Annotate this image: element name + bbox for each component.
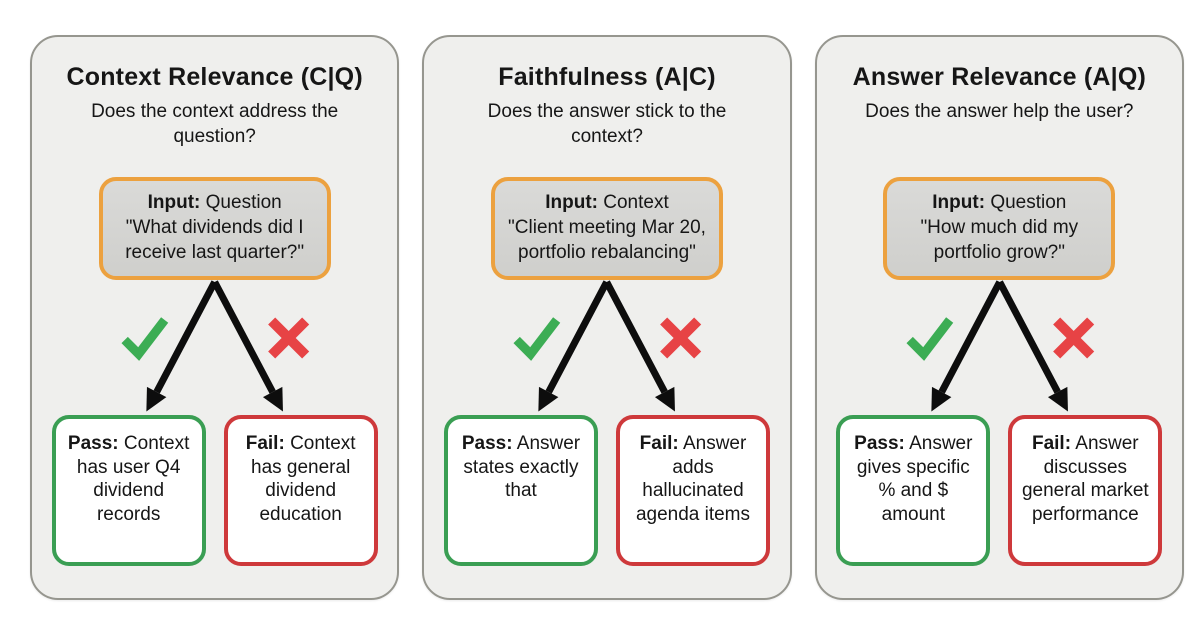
- fail-text: Answer discusses general market performa…: [1021, 433, 1149, 525]
- input-quote: "How much did my portfolio grow?": [920, 217, 1079, 263]
- input-type-line: Input: Question: [109, 191, 321, 216]
- panel-header: Faithfulness (A|C) Does the answer stick…: [424, 63, 789, 177]
- branch-arrow-right: [603, 280, 676, 412]
- pass-label: Pass:: [67, 433, 119, 454]
- branching-arrows: [513, 280, 702, 412]
- panel-title: Context Relevance (C|Q): [66, 63, 363, 91]
- input-type: Context: [603, 192, 669, 214]
- panel-header: Context Relevance (C|Q) Does the context…: [32, 63, 397, 177]
- branching-arrows: [906, 280, 1094, 412]
- cross-icon: [268, 317, 310, 359]
- input-box: Input: Context "Client meeting Mar 20, p…: [490, 177, 723, 280]
- cross-icon: [660, 317, 702, 359]
- input-type-line: Input: Question: [893, 191, 1105, 216]
- pass-text: Answer states exactly that: [463, 433, 581, 502]
- branching-arrows: [121, 280, 310, 412]
- fail-box: Fail: Answer adds hallucinated agenda it…: [615, 415, 770, 566]
- input-label: Input:: [545, 192, 598, 214]
- input-type: Question: [990, 192, 1067, 214]
- pass-box: Pass: Answer gives specific % and $ amou…: [836, 415, 991, 566]
- fail-box: Fail: Context has general dividend educa…: [223, 415, 378, 566]
- panel-answer-relevance: Answer Relevance (A|Q) Does the answer h…: [814, 35, 1184, 600]
- results-row: Pass: Answer gives specific % and $ amou…: [817, 415, 1182, 566]
- input-quote: "Client meeting Mar 20, portfolio rebala…: [508, 217, 706, 263]
- input-box: Input: Question "What dividends did I re…: [98, 177, 331, 280]
- panel-subtitle: Does the answer help the user?: [865, 100, 1134, 122]
- input-type-line: Input: Context: [501, 191, 713, 216]
- metrics-diagram: Context Relevance (C|Q) Does the context…: [30, 35, 1184, 600]
- panel-subtitle: Does the context address the question?: [91, 100, 339, 148]
- input-quote: "What dividends did I receive last quart…: [125, 217, 305, 263]
- results-row: Pass: Answer states exactly that Fail: A…: [424, 415, 789, 566]
- branch-arrow-left: [146, 280, 218, 412]
- input-label: Input:: [147, 192, 201, 214]
- checkmark-icon: [513, 317, 561, 361]
- pass-text: Context has user Q4 dividend records: [76, 433, 190, 525]
- fail-label: Fail:: [639, 433, 679, 454]
- fail-text: Context has general dividend education: [251, 433, 356, 525]
- panel-subtitle: Does the answer stick to the context?: [487, 100, 727, 148]
- panel-context-relevance: Context Relevance (C|Q) Does the context…: [30, 35, 400, 600]
- checkmark-icon: [906, 317, 953, 361]
- branch-arrow-right: [996, 280, 1068, 412]
- panel-header: Answer Relevance (A|Q) Does the answer h…: [817, 63, 1182, 177]
- results-row: Pass: Context has user Q4 dividend recor…: [32, 415, 397, 566]
- fail-box: Fail: Answer discusses general market pe…: [1008, 415, 1163, 566]
- pass-label: Pass:: [461, 433, 513, 454]
- branch-arrow-left: [538, 280, 611, 412]
- checkmark-icon: [121, 317, 169, 361]
- pass-box: Pass: Context has user Q4 dividend recor…: [51, 415, 206, 566]
- panel-faithfulness: Faithfulness (A|C) Does the answer stick…: [422, 35, 792, 600]
- pass-label: Pass:: [854, 433, 905, 454]
- branch-arrow-right: [211, 280, 283, 412]
- panel-title: Answer Relevance (A|Q): [852, 63, 1147, 91]
- input-type: Question: [205, 192, 282, 214]
- pass-box: Pass: Answer states exactly that: [443, 415, 598, 566]
- fail-text: Answer adds hallucinated agenda items: [635, 433, 751, 525]
- pass-text: Answer gives specific % and $ amount: [856, 433, 973, 525]
- input-box: Input: Question "How much did my portfol…: [883, 177, 1116, 280]
- input-label: Input:: [932, 192, 986, 214]
- fail-label: Fail:: [245, 433, 285, 454]
- branch-arrow-left: [931, 280, 1003, 412]
- cross-icon: [1052, 317, 1094, 359]
- fail-label: Fail:: [1031, 433, 1072, 454]
- panel-title: Faithfulness (A|C): [498, 63, 716, 91]
